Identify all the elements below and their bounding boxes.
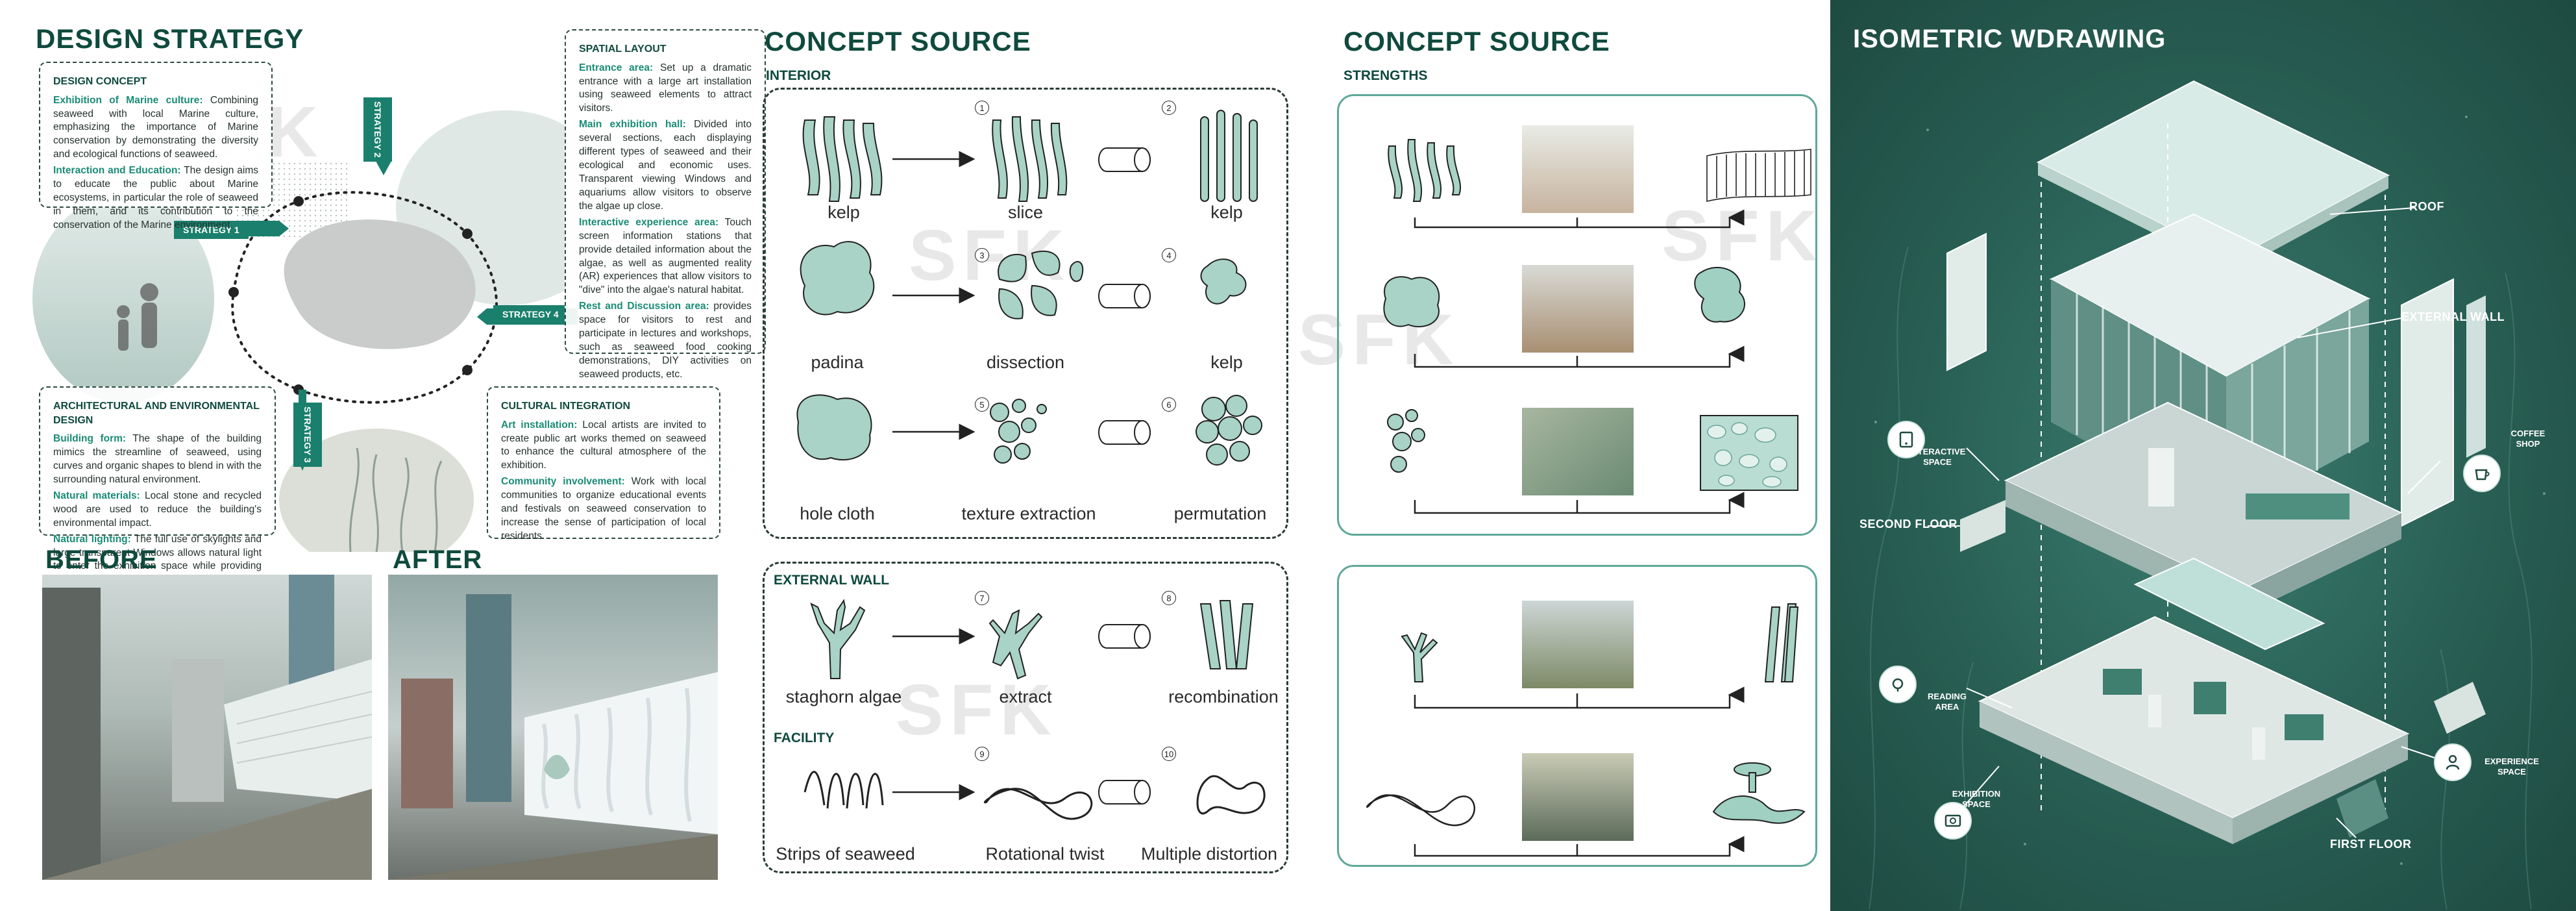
- process-label: recombination: [1168, 687, 1279, 706]
- after-photo: [388, 575, 718, 880]
- architectural-item: Natural materials: Local stone and recyc…: [53, 490, 262, 529]
- spatial-item: Entrance area: Set up a dramatic entranc…: [579, 62, 752, 114]
- architectural-item: Building form: The shape of the building…: [53, 433, 262, 485]
- before-photo: [42, 575, 372, 880]
- cultural-heading: CULTURAL INTEGRATION: [501, 401, 631, 412]
- strategy-4-tag: STRATEGY 4: [493, 305, 568, 323]
- step-number: 6: [1162, 397, 1176, 412]
- step-number: 8: [1162, 591, 1176, 605]
- after-heading: AFTER: [393, 545, 483, 574]
- reading-area-icon: [1879, 666, 1917, 703]
- spatial-item: Rest and Discussion area: provides space…: [579, 301, 752, 380]
- strengths-panel-bottom: [1337, 565, 1817, 867]
- strengths-heading: STRENGTHS: [1343, 68, 1428, 83]
- interior-heading: INTERIOR: [766, 68, 831, 83]
- architectural-heading: ARCHITECTURAL AND ENVIRONMENTAL DESIGN: [53, 401, 260, 426]
- process-label: extract: [999, 687, 1052, 706]
- process-label: slice: [1007, 203, 1043, 222]
- step-number: 3: [975, 248, 989, 262]
- architectural-item: Natural lighting: The full use of skylig…: [53, 533, 262, 586]
- process-label: Rotational twist: [985, 844, 1105, 864]
- process-label: kelp: [1210, 203, 1243, 222]
- isometric-drawing: [1869, 80, 2545, 910]
- architectural-design-box: ARCHITECTURAL AND ENVIRONMENTAL DESIGN B…: [39, 386, 276, 585]
- isometric-panel: ISOMETRIC WDRAWING: [1830, 0, 2576, 911]
- process-label: hole cloth: [800, 504, 875, 523]
- facility-heading: FACILITY: [774, 730, 835, 745]
- spatial-item: Main exhibition hall: Divided into sever…: [579, 119, 752, 212]
- concept-item: Interaction and Education: The design ai…: [53, 165, 258, 231]
- strategy-3-tag: STRATEGY 3: [293, 403, 322, 467]
- spatial-layout-box: SPATIAL LAYOUT Entrance area: Set up a d…: [565, 29, 766, 380]
- concept-source-strengths-panel: CONCEPT SOURCE STRENGTHS: [1324, 0, 1830, 911]
- strategy-2-tag: STRATEGY 2: [363, 97, 392, 162]
- before-heading: BEFORE: [45, 545, 158, 574]
- process-label: permutation: [1173, 504, 1267, 523]
- strengths-panel-top: [1337, 94, 1817, 536]
- strengths-drawings: [1366, 125, 1811, 857]
- coffee-shop-label: COFFEE SHOP: [2510, 429, 2545, 449]
- cultural-item: Community involvement: Work with local c…: [501, 476, 706, 542]
- roof-label: ROOF: [2409, 200, 2444, 213]
- process-drawings: [796, 110, 1266, 820]
- step-number: 9: [975, 747, 989, 761]
- step-number: 10: [1162, 747, 1176, 761]
- concept-title-2: CONCEPT SOURCE: [1343, 26, 1610, 56]
- spatial-layout-heading: SPATIAL LAYOUT: [579, 44, 667, 55]
- exhibition-space-icon: [1934, 802, 1972, 840]
- process-label: Multiple distortion: [1140, 844, 1278, 864]
- concept-title: CONCEPT SOURCE: [765, 26, 1031, 56]
- reading-area-label: READING AREA: [1928, 692, 1967, 712]
- page-title: DESIGN STRATEGY: [36, 23, 304, 54]
- process-label: kelp: [1210, 353, 1243, 372]
- cultural-item: Art installation: Local artists are invi…: [501, 419, 706, 471]
- process-label: kelp: [828, 203, 860, 222]
- step-number: 4: [1162, 248, 1176, 262]
- exhibition-space-label: EXHIBITION SPACE: [1952, 789, 2001, 810]
- concept-source-process-panel: CONCEPT SOURCE INTERIOR EXTERNAL WALL FA…: [753, 0, 1324, 911]
- spatial-item: Interactive experience area: Touch scree…: [579, 216, 752, 296]
- process-label: padina: [811, 353, 864, 372]
- interior-panel: [763, 88, 1288, 539]
- coffee-shop-icon: [2463, 455, 2501, 492]
- step-number: 7: [975, 591, 989, 605]
- first-floor-label: FIRST FLOOR: [2330, 838, 2412, 851]
- second-floor-label: SECOND FLOOR: [1859, 518, 1958, 530]
- step-number: 2: [1162, 101, 1176, 115]
- interactive-space-icon: [1887, 421, 1925, 458]
- concept-item: Exhibition of Marine culture: Combining …: [53, 94, 258, 160]
- step-number: 5: [975, 397, 989, 412]
- exterior-heading: EXTERNAL WALL: [774, 573, 890, 588]
- experience-space-icon: [2434, 743, 2472, 781]
- strategy-1-tag: STRATEGY 1: [174, 221, 249, 239]
- external-wall-label: EXTERNAL WALL: [2401, 310, 2505, 323]
- process-label: dissection: [986, 353, 1065, 372]
- design-concept-heading: DESIGN CONCEPT: [53, 76, 147, 87]
- cultural-integration-box: CULTURAL INTEGRATION Art installation: L…: [487, 386, 720, 542]
- step-number: 1: [975, 101, 989, 115]
- process-label: staghorn algae: [785, 687, 902, 706]
- exterior-panel: [763, 562, 1288, 873]
- design-concept-box: DESIGN CONCEPT Exhibition of Marine cult…: [39, 62, 273, 231]
- process-label: texture extraction: [961, 504, 1096, 523]
- interactive-space-label: INTERACTIVE SPACE: [1909, 447, 1966, 468]
- design-strategy-panel: DESIGN STRATEGY: [0, 0, 766, 911]
- process-label: Strips of seaweed: [776, 844, 915, 864]
- experience-space-label: EXPERIENCE SPACE: [2484, 756, 2539, 777]
- isometric-title: ISOMETRIC WDRAWING: [1853, 25, 2166, 53]
